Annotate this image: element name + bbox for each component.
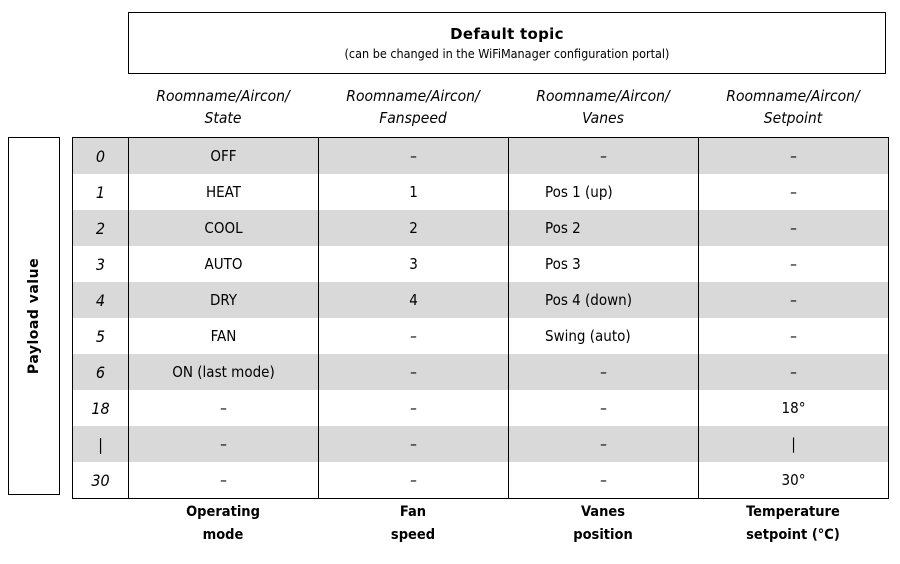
- payload-cell: 2: [72, 210, 129, 246]
- vanes-cell: –: [508, 354, 699, 390]
- topic-line: Roomname/Aircon/: [726, 87, 860, 105]
- vanes-cell: –: [508, 137, 699, 174]
- vanes-cell: Pos 2: [508, 210, 699, 246]
- vanes-cell: Swing (auto): [508, 318, 699, 354]
- table-row: 2 COOL 2 Pos 2 –: [72, 210, 889, 246]
- default-topic-header: Default topic (can be changed in the WiF…: [128, 12, 886, 74]
- footer-line: Vanes: [580, 504, 625, 520]
- fanspeed-cell: –: [318, 318, 509, 354]
- header-title: Default topic: [450, 25, 564, 43]
- payload-value-box: [8, 137, 60, 495]
- state-cell: OFF: [128, 137, 319, 174]
- setpoint-cell: –: [698, 137, 889, 174]
- topic-header-fanspeed: Roomname/Aircon/ Fanspeed: [318, 84, 508, 130]
- setpoint-cell: 18°: [698, 390, 889, 426]
- topic-line: Fanspeed: [379, 109, 447, 127]
- fanspeed-cell: –: [318, 462, 509, 499]
- payload-cell: 0: [72, 137, 129, 174]
- footer-line: mode: [202, 527, 244, 543]
- setpoint-cell: 30°: [698, 462, 889, 499]
- payload-cell: |: [72, 426, 129, 462]
- state-cell: COOL: [128, 210, 319, 246]
- table-row: 4 DRY 4 Pos 4 (down) –: [72, 282, 889, 318]
- topic-line: Roomname/Aircon/: [346, 87, 480, 105]
- topic-header-setpoint: Roomname/Aircon/ Setpoint: [698, 84, 888, 130]
- fanspeed-cell: 1: [318, 174, 509, 210]
- payload-cell: 18: [72, 390, 129, 426]
- table-row: 30 – – – 30°: [72, 462, 889, 499]
- footer-vanes-position: Vanes position: [508, 500, 698, 548]
- state-cell: –: [128, 426, 319, 462]
- setpoint-cell: –: [698, 318, 889, 354]
- topic-line: Roomname/Aircon/: [156, 87, 290, 105]
- vanes-cell: Pos 3: [508, 246, 699, 282]
- table-row: 5 FAN – Swing (auto) –: [72, 318, 889, 354]
- table-row: 0 OFF – – –: [72, 137, 889, 174]
- header-subtitle: (can be changed in the WiFiManager confi…: [344, 46, 670, 61]
- fanspeed-cell: –: [318, 426, 509, 462]
- state-cell: AUTO: [128, 246, 319, 282]
- setpoint-cell: –: [698, 354, 889, 390]
- fanspeed-cell: 2: [318, 210, 509, 246]
- fanspeed-cell: –: [318, 390, 509, 426]
- state-cell: HEAT: [128, 174, 319, 210]
- topic-line: Roomname/Aircon/: [536, 87, 670, 105]
- table-row: 1 HEAT 1 Pos 1 (up) –: [72, 174, 889, 210]
- state-cell: –: [128, 390, 319, 426]
- topic-header-state: Roomname/Aircon/ State: [128, 84, 318, 130]
- fanspeed-cell: 4: [318, 282, 509, 318]
- setpoint-cell: –: [698, 174, 889, 210]
- payload-value-label: Payload value: [26, 257, 42, 375]
- payload-cell: 6: [72, 354, 129, 390]
- payload-cell: 3: [72, 246, 129, 282]
- vanes-cell: –: [508, 462, 699, 499]
- payload-cell: 5: [72, 318, 129, 354]
- state-cell: FAN: [128, 318, 319, 354]
- fanspeed-cell: –: [318, 354, 509, 390]
- topic-header-vanes: Roomname/Aircon/ Vanes: [508, 84, 698, 130]
- footer-line: Fan: [399, 504, 427, 520]
- vanes-cell: –: [508, 426, 699, 462]
- footer-line: setpoint (°C): [746, 527, 840, 543]
- setpoint-cell: –: [698, 246, 889, 282]
- footer-line: Temperature: [746, 504, 840, 520]
- topic-line: Vanes: [582, 109, 624, 127]
- state-cell: DRY: [128, 282, 319, 318]
- topic-line: Setpoint: [763, 109, 823, 127]
- fanspeed-cell: 3: [318, 246, 509, 282]
- table-row: 18 – – – 18°: [72, 390, 889, 426]
- setpoint-cell: –: [698, 210, 889, 246]
- table-row: | – – – |: [72, 426, 889, 462]
- footer-operating-mode: Operating mode: [128, 500, 318, 548]
- footer-line: position: [573, 527, 633, 543]
- payload-cell: 4: [72, 282, 129, 318]
- vanes-cell: Pos 4 (down): [508, 282, 699, 318]
- footer-temperature-setpoint: Temperature setpoint (°C): [698, 500, 888, 548]
- setpoint-cell: –: [698, 282, 889, 318]
- footer-line: speed: [390, 527, 436, 543]
- table-row: 6 ON (last mode) – – –: [72, 354, 889, 390]
- payload-cell: 1: [72, 174, 129, 210]
- fanspeed-cell: –: [318, 137, 509, 174]
- footer-fan-speed: Fan speed: [318, 500, 508, 548]
- footer-line: Operating: [186, 504, 260, 520]
- topic-line: State: [204, 109, 242, 127]
- state-cell: ON (last mode): [128, 354, 319, 390]
- state-cell: –: [128, 462, 319, 499]
- table-row: 3 AUTO 3 Pos 3 –: [72, 246, 889, 282]
- payload-cell: 30: [72, 462, 129, 499]
- payload-table: 0 OFF – – – 1 HEAT 1 Pos 1 (up) – 2 COOL…: [72, 137, 889, 499]
- vanes-cell: Pos 1 (up): [508, 174, 699, 210]
- setpoint-cell: |: [698, 426, 889, 462]
- vanes-cell: –: [508, 390, 699, 426]
